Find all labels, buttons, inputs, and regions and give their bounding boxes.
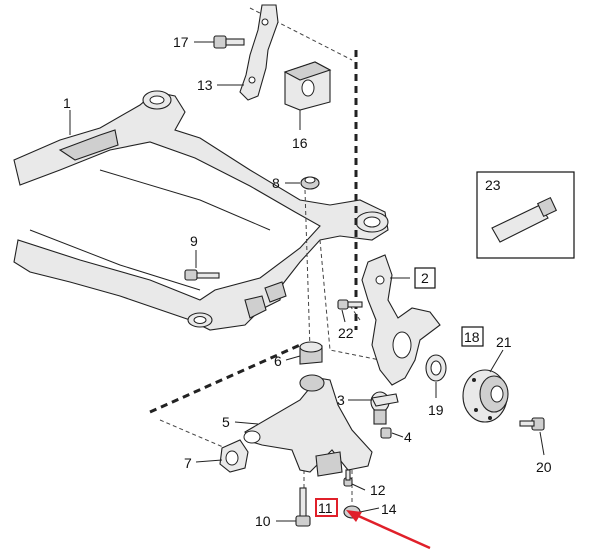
callout-2-frame — [414, 267, 436, 289]
callout-10: 10 — [255, 513, 271, 529]
callout-16: 16 — [292, 135, 308, 151]
callout-2: 2 — [421, 270, 429, 286]
bolt-17 — [213, 35, 245, 49]
callout-17: 17 — [173, 34, 189, 50]
nut-4 — [380, 427, 392, 439]
inset-box-23 — [476, 171, 575, 259]
callout-12: 12 — [370, 482, 386, 498]
callout-14: 14 — [381, 501, 397, 517]
bolt-12 — [343, 469, 353, 487]
callout-1: 1 — [63, 95, 71, 111]
callout-3: 3 — [337, 392, 345, 408]
ball-joint-3 — [370, 391, 399, 425]
callout-7: 7 — [184, 455, 192, 471]
lower-control-arm-5 — [243, 374, 373, 473]
assembly-boundary-lines — [149, 50, 358, 414]
callout-23: 23 — [485, 177, 501, 193]
bushing-6 — [299, 341, 323, 365]
callout-8: 8 — [272, 175, 280, 191]
bushing-7 — [219, 439, 249, 473]
bolt-22 — [337, 299, 363, 310]
leader-lines — [69, 41, 545, 522]
steering-knuckle-2 — [361, 254, 441, 386]
callout-13: 13 — [197, 77, 213, 93]
callout-21: 21 — [496, 334, 512, 350]
callout-6: 6 — [274, 353, 282, 369]
upper-bracket-13 — [239, 4, 279, 101]
bushing-11 — [315, 451, 343, 477]
callout-20: 20 — [536, 459, 552, 475]
callout-labels: 1 2 3 4 5 6 7 8 9 10 11 12 13 14 16 17 1… — [63, 34, 552, 529]
bolt-10 — [295, 487, 311, 527]
callout-18: 18 — [464, 329, 480, 345]
callout-18-frame — [461, 326, 484, 347]
callout-22: 22 — [338, 325, 354, 341]
callout-9: 9 — [190, 233, 198, 249]
bushing-block-16 — [283, 61, 332, 111]
wheel-bolt-20 — [519, 417, 545, 431]
callout-11-highlight-frame — [315, 498, 338, 517]
wheel-hub-21 — [462, 369, 509, 423]
callout-19: 19 — [428, 402, 444, 418]
callout-11: 11 — [318, 500, 333, 516]
highlight-arrow — [346, 510, 431, 550]
callout-4: 4 — [404, 429, 412, 445]
bearing-19 — [425, 354, 447, 382]
bolt-9 — [184, 269, 220, 281]
callout-5: 5 — [222, 414, 230, 430]
bushing-8 — [300, 176, 320, 190]
